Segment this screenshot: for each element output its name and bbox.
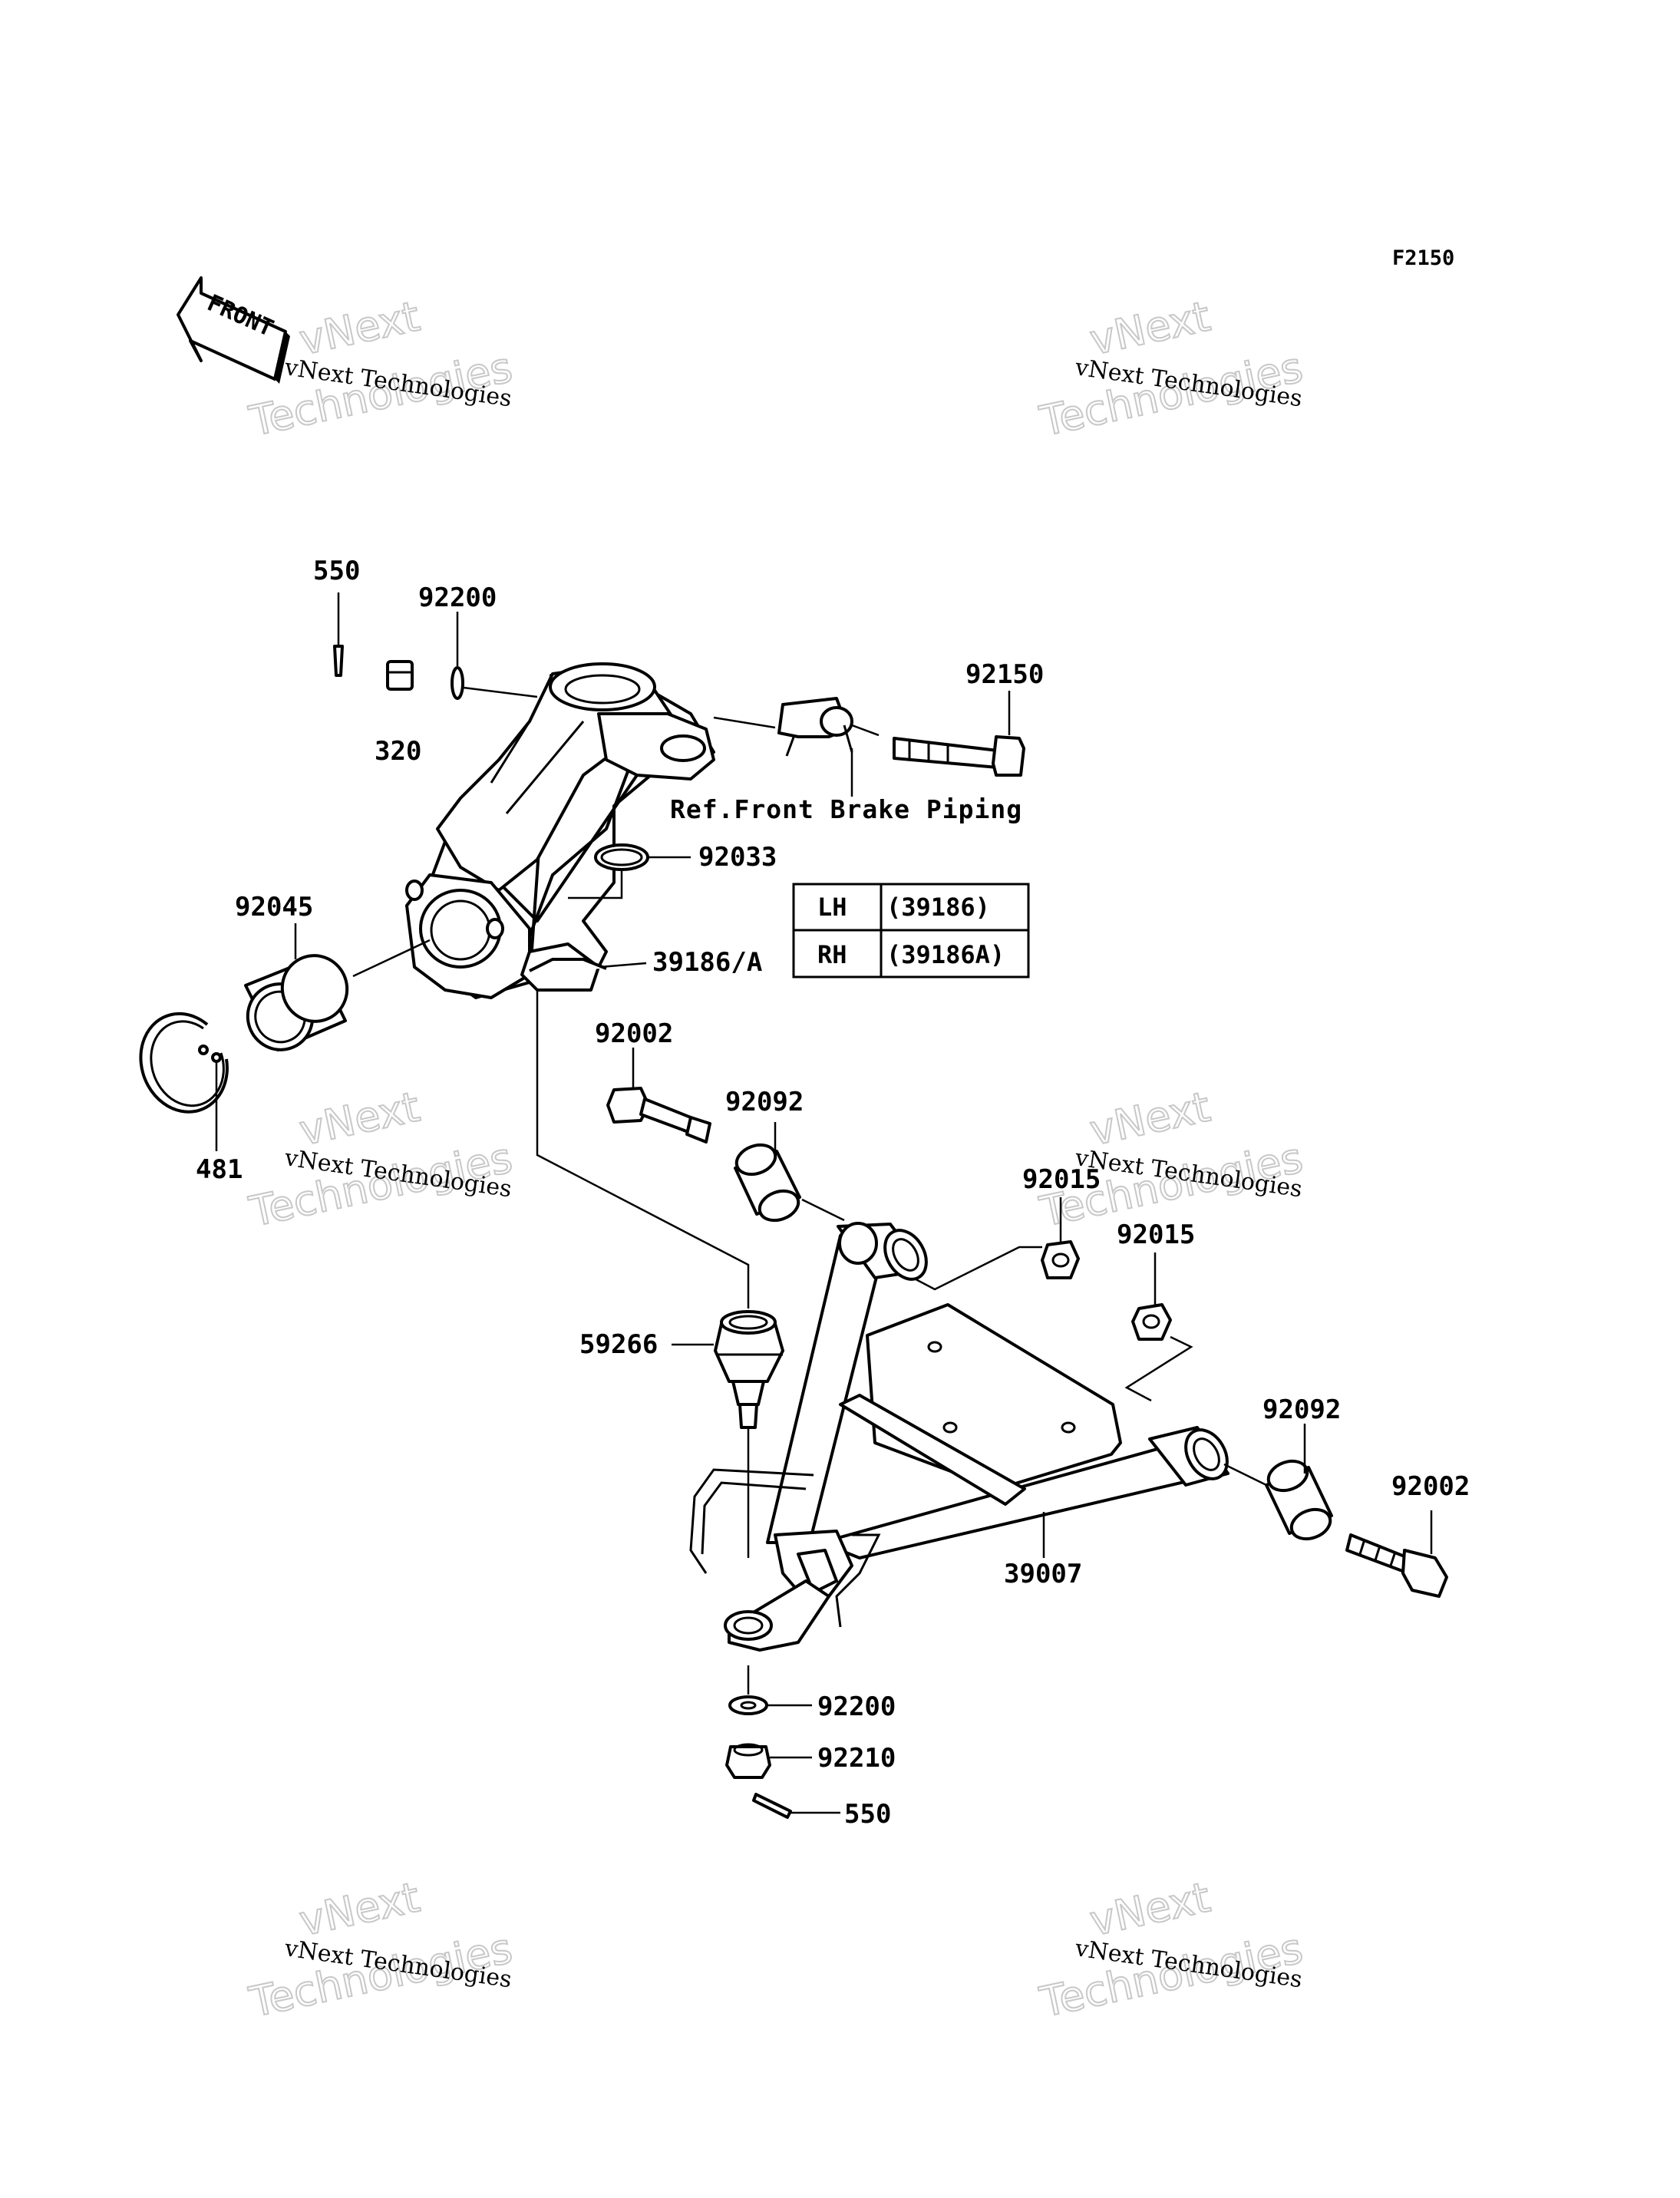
label-washer-bottom: 92200 bbox=[817, 1691, 896, 1722]
knuckle bbox=[405, 662, 715, 999]
label-washer-top: 92200 bbox=[418, 583, 497, 613]
nut-right bbox=[1124, 1252, 1193, 1402]
reference-note: Ref.Front Brake Piping bbox=[670, 794, 1022, 824]
leader-knuckle-balljoint bbox=[536, 990, 750, 1309]
label-bolt-right: 92002 bbox=[1391, 1471, 1470, 1502]
diagram-code: F2150 bbox=[1392, 246, 1454, 270]
label-nut-left: 92015 bbox=[1022, 1164, 1101, 1195]
svg-text:vNext: vNext bbox=[1086, 1082, 1214, 1154]
nut-bottom bbox=[725, 1743, 812, 1779]
nut-left bbox=[905, 1197, 1080, 1291]
svg-text:vNext: vNext bbox=[1086, 1873, 1214, 1945]
front-arrow-icon: FRONT bbox=[177, 276, 290, 384]
bushing-left bbox=[734, 1122, 845, 1223]
label-arm: 39007 bbox=[1004, 1559, 1082, 1589]
svg-text:vNext: vNext bbox=[1086, 292, 1214, 364]
snap-ring bbox=[139, 1012, 229, 1151]
label-bolt-left: 92002 bbox=[595, 1018, 673, 1049]
table-side-rh: RH bbox=[817, 940, 847, 969]
label-circlip-knuckle: 92033 bbox=[698, 842, 777, 873]
label-nut-right: 92015 bbox=[1117, 1219, 1195, 1250]
bushing-right bbox=[1223, 1424, 1333, 1541]
label-bearing: 92045 bbox=[235, 892, 313, 922]
label-nut-bottom: 92210 bbox=[817, 1743, 896, 1774]
label-cotter-pin-top: 550 bbox=[313, 556, 360, 586]
label-snap-ring: 481 bbox=[196, 1154, 243, 1185]
svg-text:vNext: vNext bbox=[295, 1873, 424, 1945]
label-cotter-pin-bottom: 550 bbox=[844, 1799, 891, 1830]
label-nut-top: 320 bbox=[375, 736, 421, 767]
cotter-pin-bottom bbox=[752, 1793, 840, 1819]
ball-joint bbox=[672, 1310, 784, 1558]
a-arm bbox=[689, 1222, 1229, 1652]
svg-text:vNext: vNext bbox=[295, 292, 424, 364]
label-bolt-knuckle: 92150 bbox=[965, 659, 1044, 690]
label-ball-joint: 59266 bbox=[579, 1329, 658, 1360]
circlip-knuckle bbox=[568, 843, 691, 899]
side-table: LH (39186) RH (39186A) bbox=[792, 883, 1030, 979]
label-bushing-left: 92092 bbox=[725, 1087, 804, 1117]
table-part-lh: (39186) bbox=[886, 893, 990, 922]
bolt-right bbox=[1345, 1510, 1448, 1598]
bearing bbox=[244, 939, 431, 1051]
washer-top bbox=[451, 612, 538, 700]
cotter-pin-top bbox=[333, 592, 344, 677]
table-part-rh: (39186A) bbox=[886, 940, 1005, 969]
label-bushing-right: 92092 bbox=[1262, 1394, 1341, 1425]
nut-top bbox=[386, 660, 414, 691]
svg-text:vNext: vNext bbox=[295, 1082, 424, 1154]
brake-clamp bbox=[777, 697, 880, 797]
label-knuckle: 39186/A bbox=[652, 947, 762, 978]
bolt-knuckle bbox=[713, 691, 1025, 777]
bolt-left bbox=[606, 1048, 711, 1144]
table-side-lh: LH bbox=[817, 893, 847, 922]
washer-bottom bbox=[728, 1665, 812, 1715]
